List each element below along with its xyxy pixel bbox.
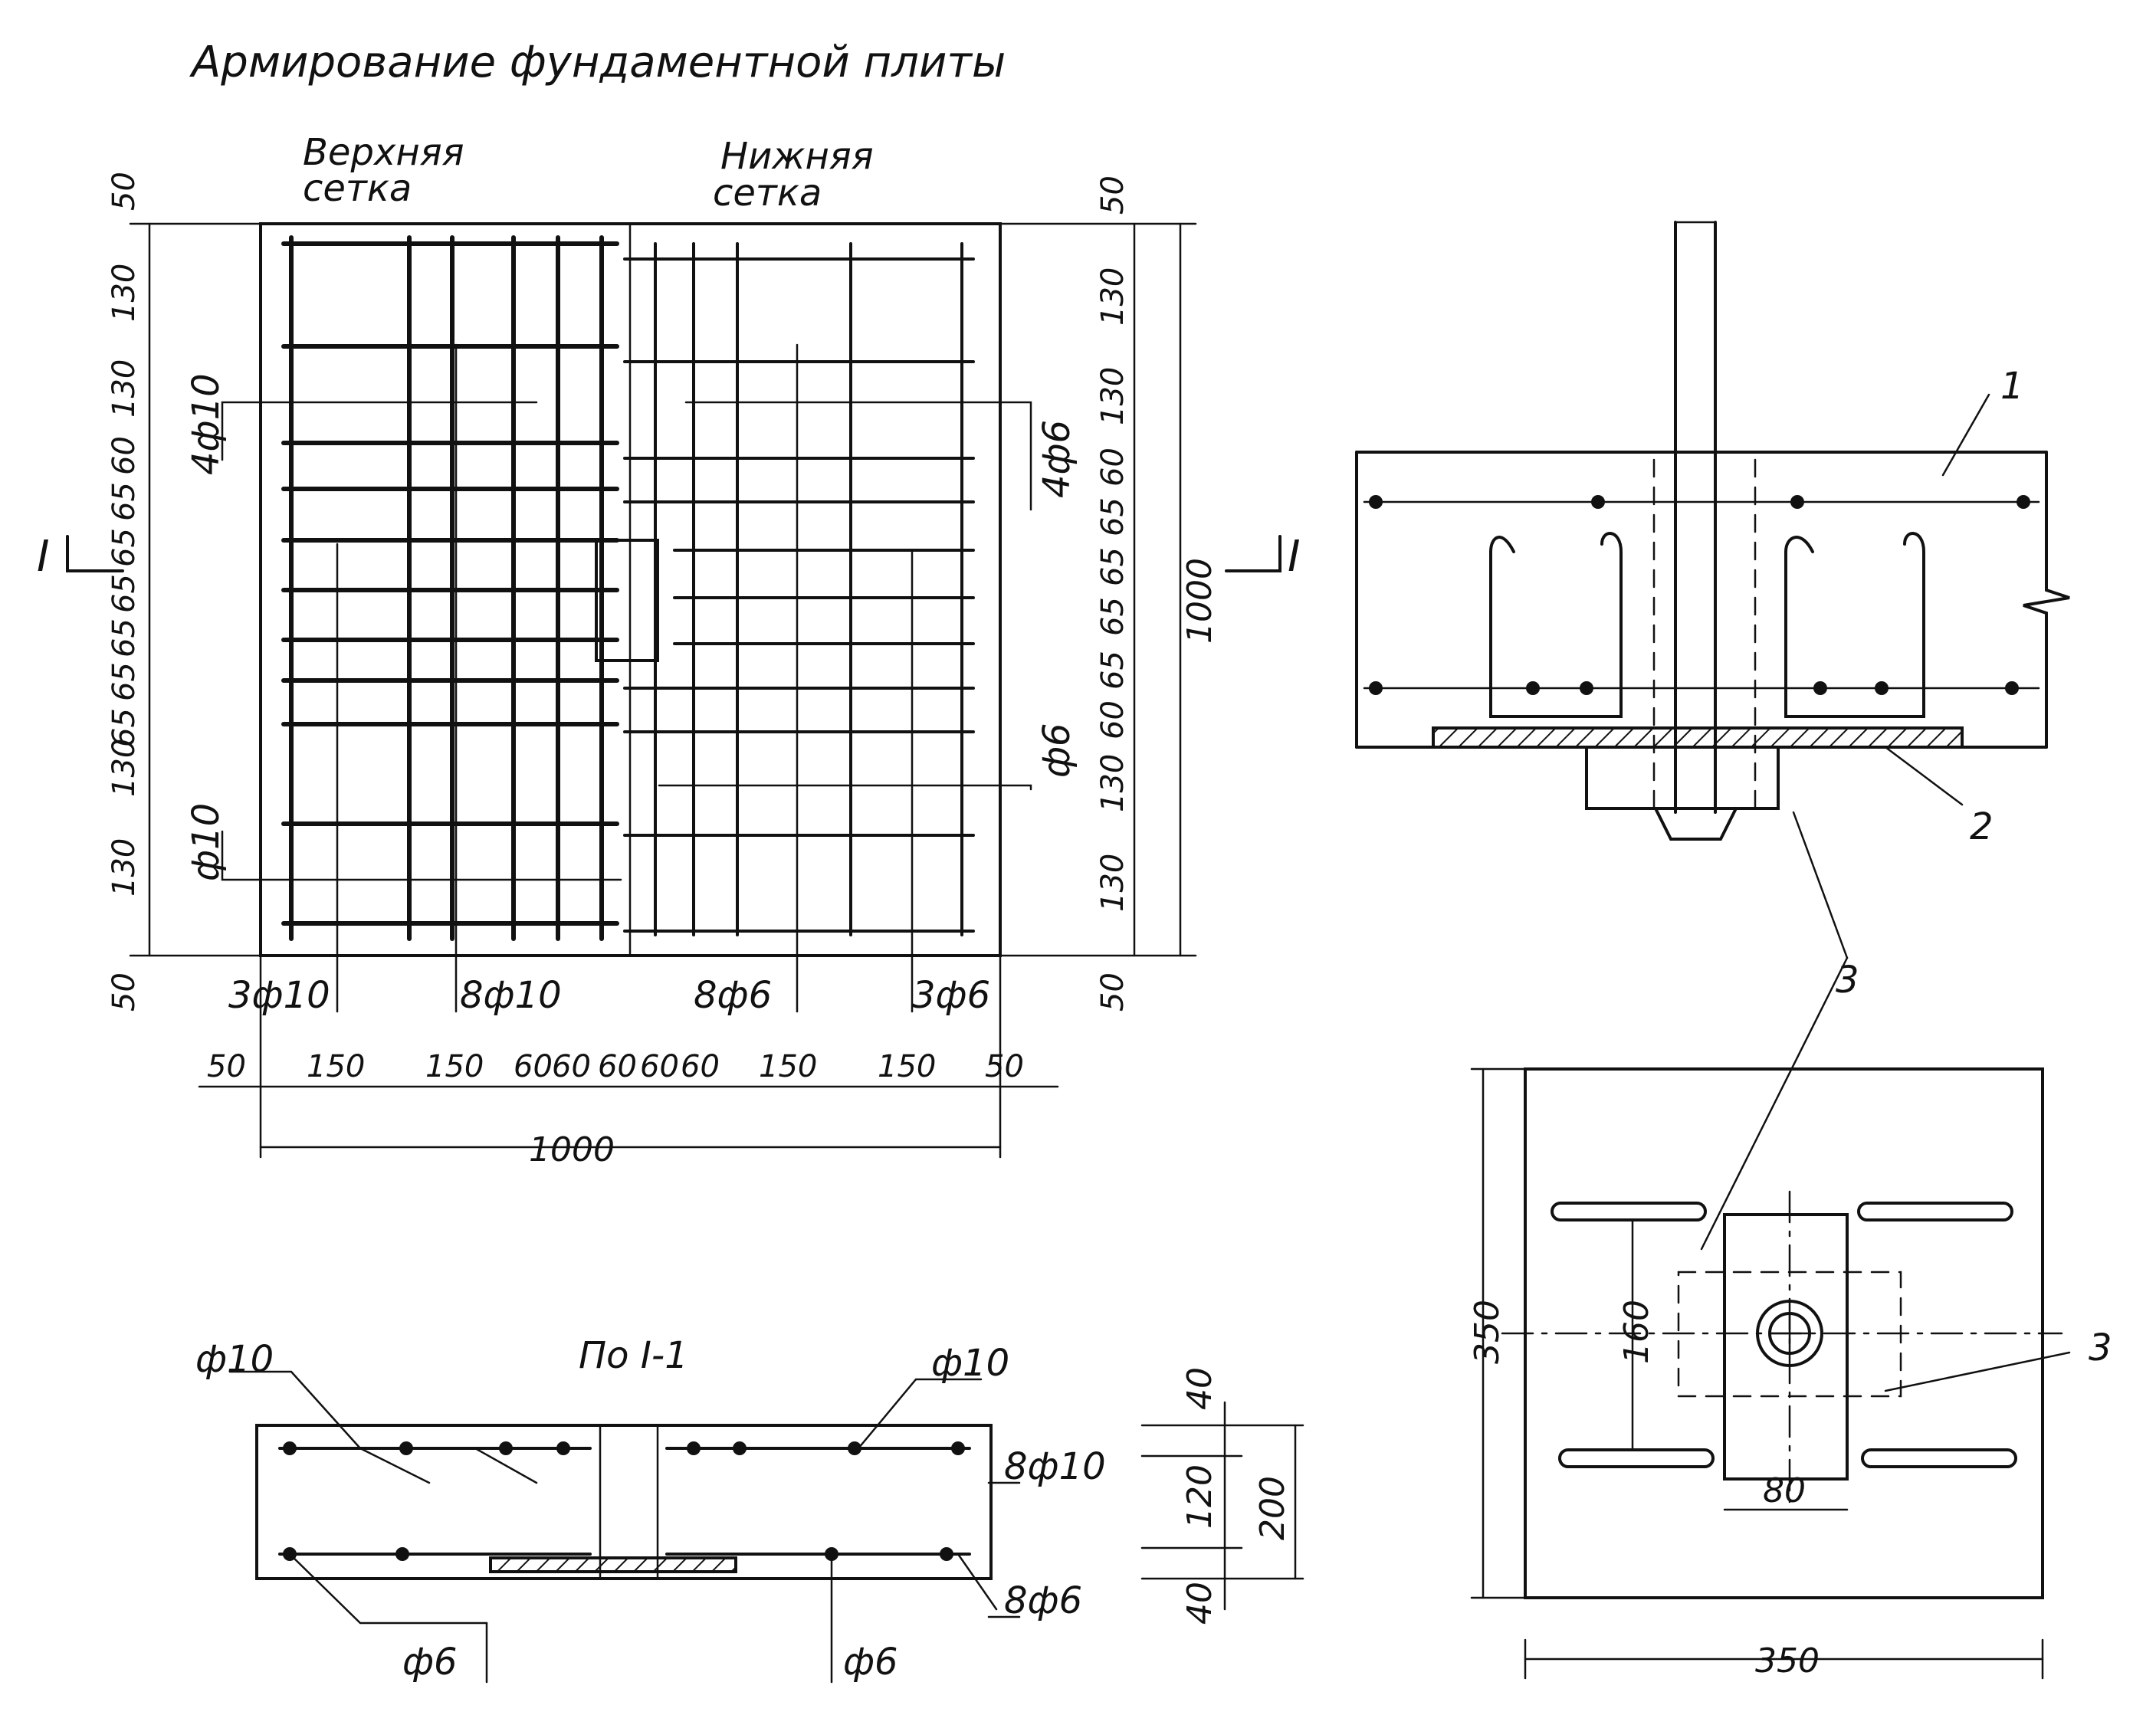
rebar-d10-label: ф10	[185, 803, 228, 881]
section-view: По I-1	[195, 1334, 1304, 1684]
anchor-detail: 1 2 3	[1355, 221, 2070, 1251]
right-dim-11: 50	[1095, 972, 1131, 1012]
rebar-4d10-label: 4ф10	[185, 373, 228, 475]
left-dimension-chain	[129, 222, 262, 957]
left-dim-8: 65	[107, 662, 142, 701]
section-mark-left: I	[37, 532, 50, 582]
bottom-dim-1: 150	[307, 1049, 365, 1084]
section-label-d10-right: ф10	[931, 1342, 1009, 1385]
left-dim-4: 65	[107, 482, 142, 521]
right-dimension-chain	[999, 222, 1197, 957]
right-dim-8: 60	[1095, 700, 1131, 739]
detail-bar-dots	[1369, 495, 2030, 695]
rebar-4d6-label: 4ф6	[1035, 420, 1078, 498]
section-bar-dots	[283, 1441, 965, 1561]
section-dimensions	[1140, 1401, 1304, 1611]
top-mesh-label-1: Верхняя	[303, 131, 464, 174]
plate-dim-bottom: 350	[1755, 1641, 1820, 1681]
section-dim-200: 200	[1253, 1476, 1292, 1540]
plate-dim-bottom-inner: 80	[1763, 1471, 1806, 1510]
section-label-d10-left: ф10	[195, 1338, 274, 1381]
callout-3-detail: 3	[1836, 959, 1859, 1002]
plan-view: Верхняя сетка Нижняя сетка 4ф10 ф10 4ф6 …	[37, 131, 1301, 1169]
section-label-8d6: 8ф6	[1004, 1579, 1082, 1622]
rebar-d6-label: ф6	[1035, 723, 1078, 778]
left-dim-2: 130	[107, 359, 142, 418]
bottom-dim-10: 50	[985, 1049, 1024, 1084]
section-arrow-right	[1225, 535, 1281, 572]
bottom-mesh-vertical-bars	[654, 242, 963, 936]
bottom-dim-0: 50	[207, 1049, 246, 1084]
bottom-mesh-label-2: сетка	[713, 172, 822, 215]
right-dim-5: 65	[1095, 547, 1131, 586]
section-label-8d10: 8ф10	[1004, 1445, 1106, 1488]
bottom-dim-9: 150	[878, 1049, 936, 1084]
section-leaders	[228, 1370, 1021, 1684]
section-label-d6-left: ф6	[402, 1641, 458, 1684]
right-dim-4: 65	[1095, 497, 1131, 536]
section-dim-40-bottom: 40	[1180, 1582, 1219, 1625]
left-dim-11: 130	[107, 838, 142, 897]
top-mesh-horizontal-bars	[281, 241, 619, 926]
bottom-dimension-chain	[198, 954, 1059, 1159]
bottom-dim-6: 60	[640, 1049, 679, 1084]
section-gap	[599, 1424, 659, 1580]
rebar-8d10-label: 8ф10	[460, 974, 562, 1017]
right-dim-9: 130	[1095, 754, 1131, 812]
section-label-d6-right: ф6	[843, 1641, 898, 1684]
right-dim-2: 130	[1095, 367, 1131, 425]
bottom-dim-8: 150	[759, 1049, 817, 1084]
left-dim-10: 130	[107, 739, 142, 797]
bottom-mesh-label-1: Нижняя	[720, 135, 874, 178]
section-dim-40-top: 40	[1180, 1367, 1219, 1410]
right-total-dimension: 1000	[1180, 558, 1219, 644]
left-dim-0: 50	[107, 172, 142, 211]
plate-dim-inner: 160	[1617, 1300, 1656, 1364]
top-mesh-label-2: сетка	[303, 167, 412, 210]
central-opening	[595, 539, 659, 662]
left-dim-6: 65	[107, 574, 142, 613]
right-dim-6: 65	[1095, 597, 1131, 636]
bottom-dim-5: 60	[598, 1049, 637, 1084]
bottom-dim-7: 60	[681, 1049, 720, 1084]
bottom-dim-3: 60	[514, 1049, 553, 1084]
right-dim-1: 130	[1095, 267, 1131, 326]
rebar-3d6-label: 3ф6	[912, 974, 990, 1017]
right-dim-7: 65	[1095, 651, 1131, 690]
callout-2: 2	[1970, 805, 1994, 848]
left-dim-7: 65	[107, 618, 142, 657]
section-mark-right: I	[1288, 532, 1301, 582]
base-plate-plan: 3 350 160 80 350	[1468, 1067, 2112, 1681]
base-plate	[1432, 726, 1964, 749]
bottom-mesh-horizontal-bars	[623, 257, 975, 933]
section-title: По I-1	[579, 1334, 688, 1377]
callout-3-plate: 3	[2089, 1326, 2112, 1369]
right-dim-10: 130	[1095, 854, 1131, 912]
left-dim-9: 65	[107, 708, 142, 747]
section-arrow-left	[66, 535, 124, 572]
drawing-title: Армирование фундаментной плиты	[189, 38, 1006, 87]
left-dim-3: 60	[107, 436, 142, 475]
plate-dim-left: 350	[1468, 1300, 1507, 1364]
bottom-dim-2: 150	[425, 1049, 484, 1084]
right-dim-0: 50	[1095, 175, 1131, 215]
rebar-3d10-label: 3ф10	[228, 974, 330, 1017]
callout-1: 1	[2000, 365, 2024, 408]
right-dimension-labels: 50 130 130 60 65 65 65 65 60 130 130 50	[1095, 175, 1131, 1012]
left-dim-12: 50	[107, 972, 142, 1012]
left-dim-5: 65	[107, 528, 142, 567]
right-dim-3: 60	[1095, 448, 1131, 487]
bottom-total-dimension: 1000	[529, 1130, 615, 1169]
rebar-8d6-label: 8ф6	[694, 974, 772, 1017]
bottom-dim-4: 60	[552, 1049, 591, 1084]
rebar-leaders	[221, 343, 1032, 1013]
left-dim-1: 130	[107, 264, 142, 322]
section-dim-120: 120	[1180, 1464, 1219, 1529]
